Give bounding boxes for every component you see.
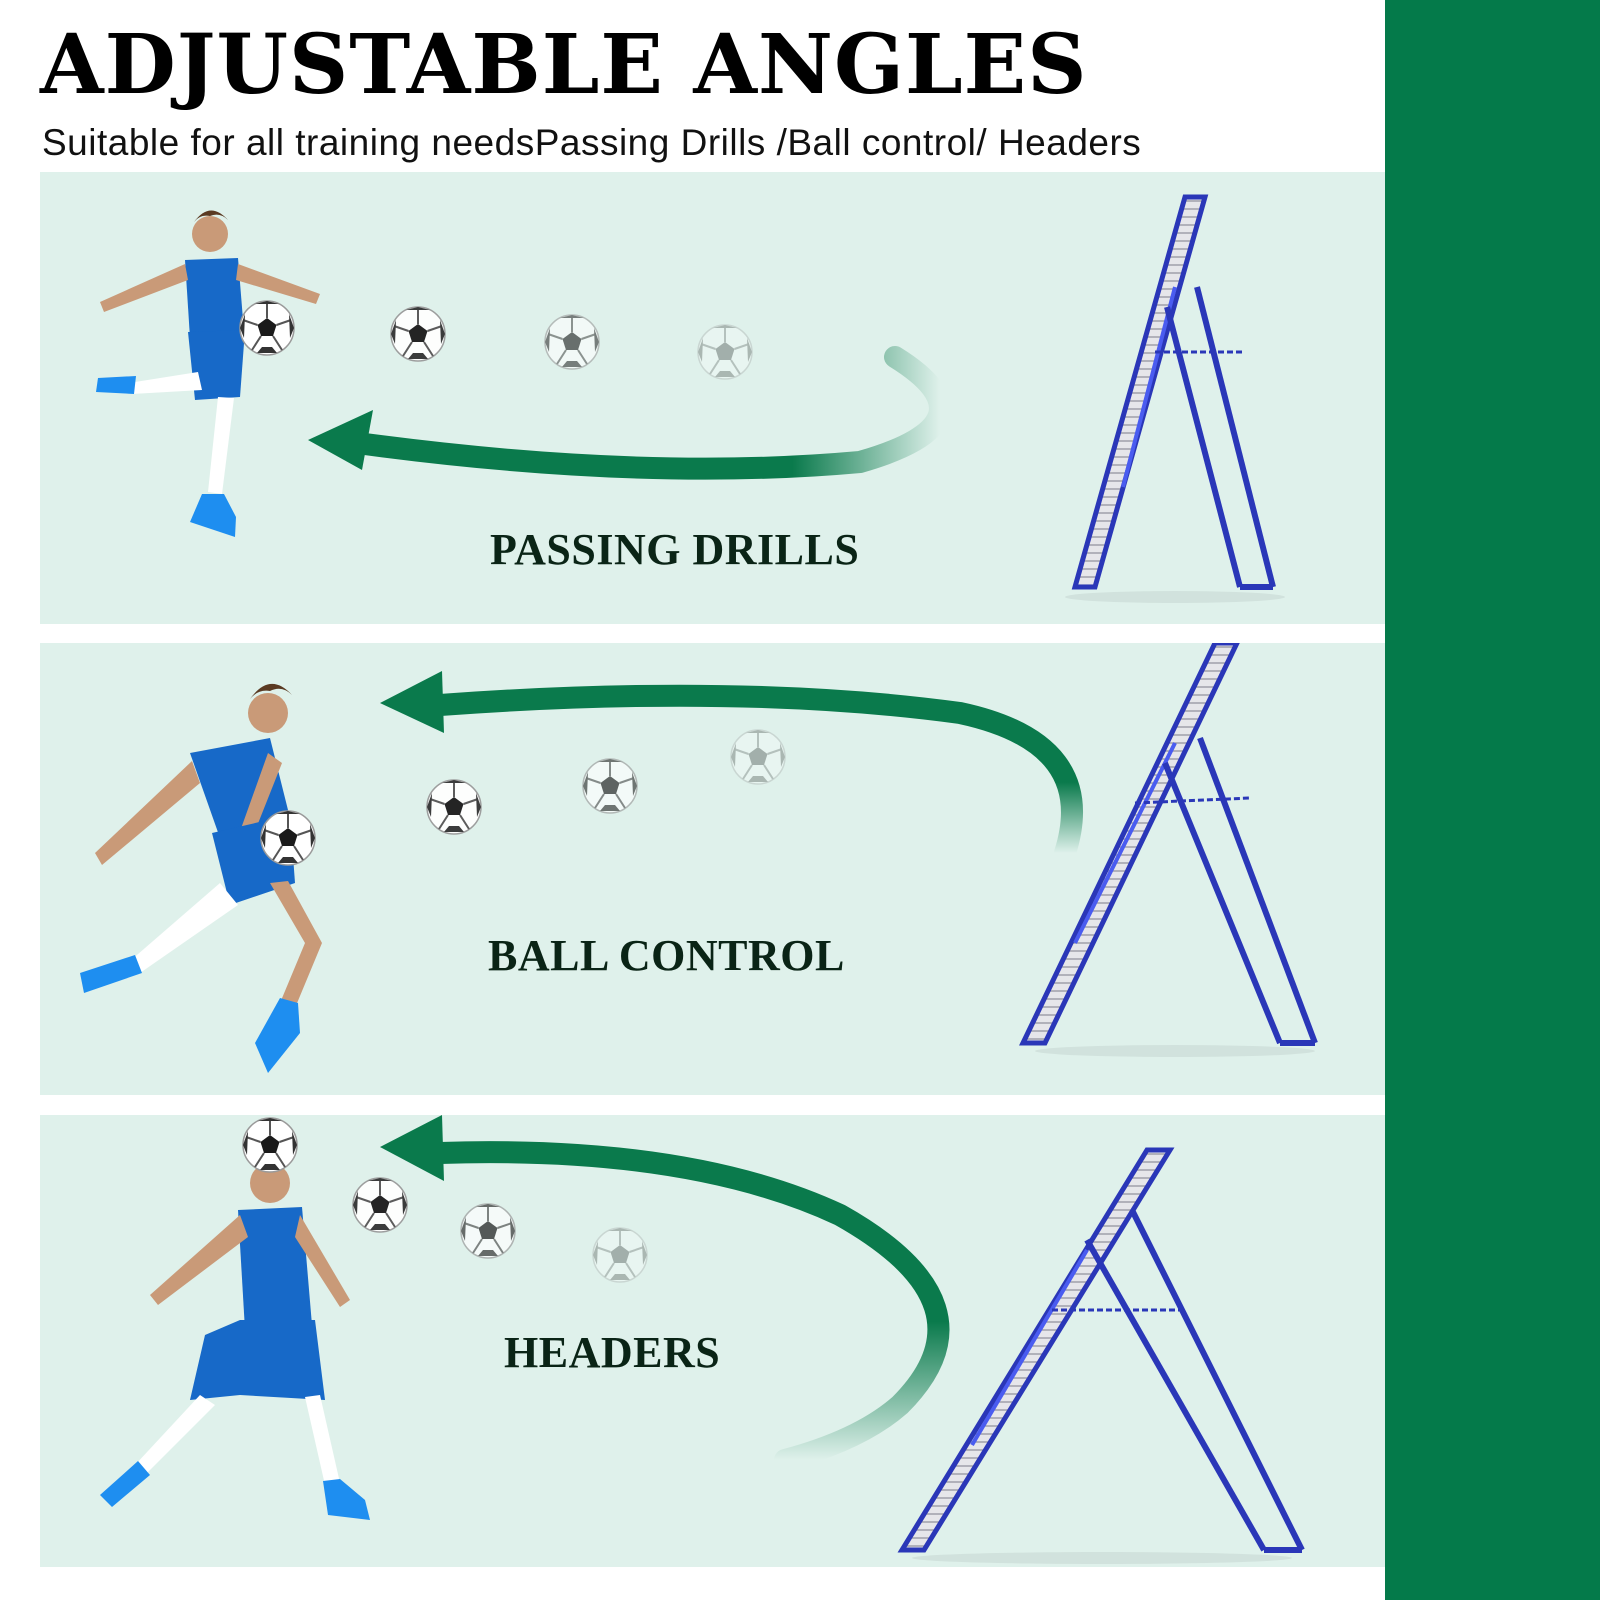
soccer-ball-icon (582, 758, 638, 814)
soccer-ball-icon (592, 1227, 648, 1283)
headers-illustration (100, 1115, 1305, 1564)
soccer-player (80, 683, 322, 1073)
soccer-ball-icon (460, 1203, 516, 1259)
rebounder-net (1065, 194, 1285, 603)
soccer-ball-icon (426, 779, 482, 835)
soccer-ball-icon (239, 300, 295, 356)
soccer-ball-icon (730, 729, 786, 785)
soccer-ball-icon (352, 1177, 408, 1233)
panel-label-ball-control: BALL CONTROL (488, 931, 845, 980)
rebounder-net (1019, 643, 1318, 1057)
curved-arrow-icon (380, 1115, 950, 1471)
panel-label-headers: HEADERS (504, 1328, 721, 1377)
ball-control-panel: BALL CONTROL (40, 643, 1385, 1095)
ball-control-illustration (80, 643, 1318, 1073)
page-title: ADJUSTABLE ANGLES (40, 17, 1088, 113)
soccer-ball-icon (242, 1117, 298, 1173)
passing-drills-panel: PASSING DRILLS (40, 172, 1385, 624)
soccer-player (96, 210, 320, 537)
curved-arrow-icon (308, 346, 951, 480)
panel-label-passing-drills: PASSING DRILLS (490, 525, 860, 574)
soccer-ball-icon (697, 324, 753, 380)
page-subtitle: Suitable for all training needsPassing D… (42, 122, 1142, 163)
headers-panel: HEADERS (40, 1115, 1385, 1567)
soccer-ball-icon (260, 810, 316, 866)
rebounder-net (897, 1147, 1305, 1564)
soccer-ball-icon (390, 306, 446, 362)
passing-drills-illustration (96, 194, 1285, 603)
curved-arrow-icon (380, 671, 1083, 864)
soccer-player (100, 1163, 370, 1520)
accent-side-bar (1385, 0, 1600, 1600)
soccer-ball-icon (544, 314, 600, 370)
